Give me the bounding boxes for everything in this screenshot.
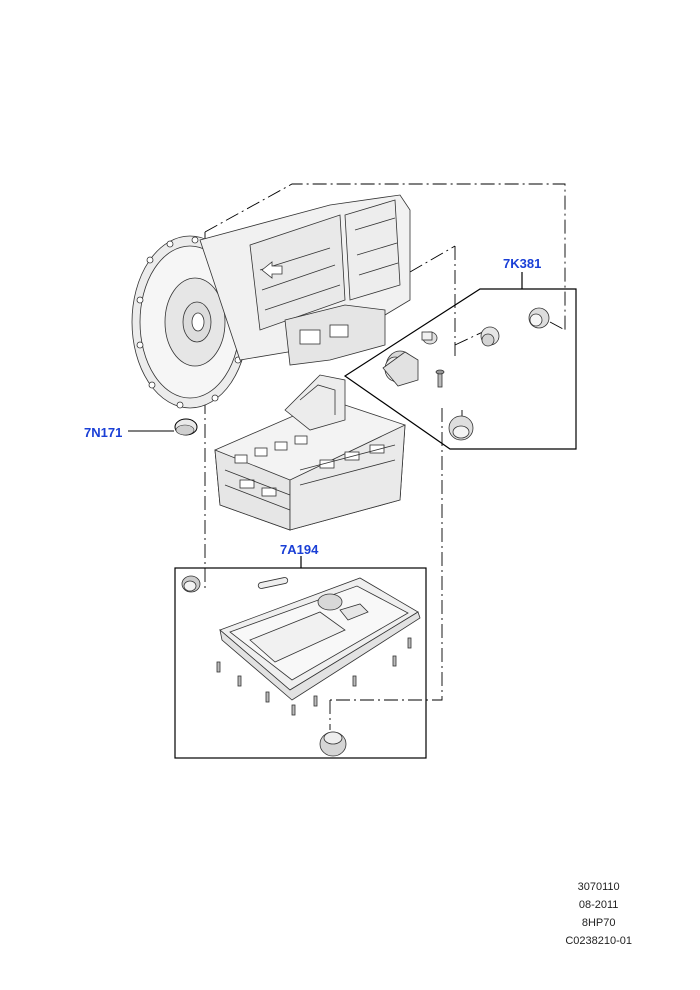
box-7k381	[343, 272, 577, 450]
footer-date: 08-2011	[578, 899, 619, 911]
footer-part-number: 3070110	[577, 881, 620, 893]
callout-7n171[interactable]: 7N171	[84, 425, 123, 440]
valve-body[interactable]	[214, 374, 406, 531]
footer-illustration-code: C0238210-01	[565, 935, 632, 947]
oil-pan-assembly[interactable]	[181, 575, 421, 757]
box-7a194	[174, 556, 427, 759]
diagram-reference-footer: 3070110 08-2011 8HP70 C0238210-01	[565, 878, 632, 950]
callout-7k381[interactable]: 7K381	[503, 256, 542, 271]
callout-7a194[interactable]: 7A194	[280, 542, 319, 557]
transmission-assembly[interactable]	[131, 194, 411, 409]
seal-parts-7k381[interactable]	[382, 307, 550, 441]
plug-7n171[interactable]	[128, 418, 198, 436]
footer-model: 8HP70	[581, 917, 616, 929]
